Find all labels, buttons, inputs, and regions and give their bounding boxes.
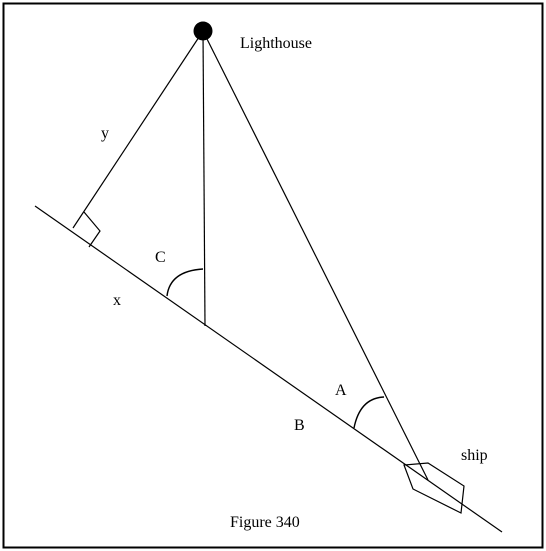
ship-shape	[403, 462, 465, 514]
lighthouse-dot	[193, 21, 213, 41]
side-label-b: B	[294, 417, 305, 434]
lighthouse-label: Lighthouse	[240, 35, 312, 52]
bearing-line-first	[202, 30, 206, 327]
perpendicular-line-y	[72, 30, 204, 229]
angle-label-a: A	[335, 382, 347, 399]
course-line	[34, 205, 503, 533]
angle-arc-a	[353, 396, 385, 429]
figure-caption: Figure 340	[230, 514, 300, 531]
ship-label: ship	[461, 447, 488, 464]
angle-arc-c	[166, 268, 204, 297]
side-label-y: y	[101, 125, 109, 142]
side-label-x: x	[113, 292, 121, 309]
angle-label-c: C	[155, 249, 166, 266]
right-angle-marker	[83, 211, 101, 248]
bearing-line-ship	[202, 30, 429, 481]
